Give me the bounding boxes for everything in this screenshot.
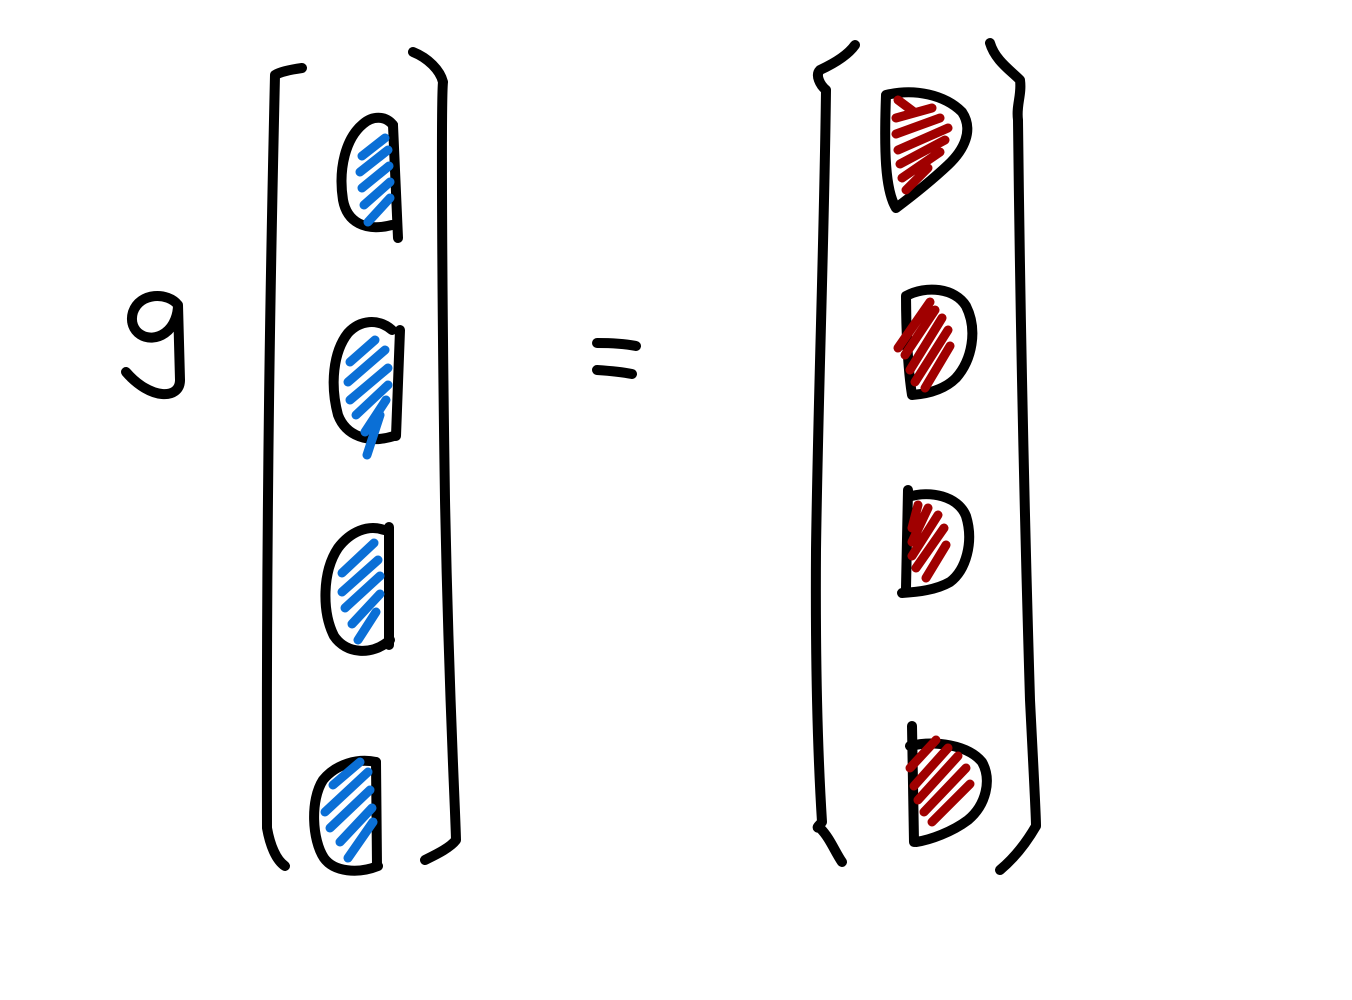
red-scribble xyxy=(891,95,953,195)
left-entry-3 xyxy=(320,522,395,656)
red-scribble xyxy=(907,500,951,583)
right-vector-close-bracket xyxy=(985,38,1041,875)
right-vector-open-bracket xyxy=(810,40,860,867)
equals-sign xyxy=(592,338,641,379)
blue-scribble xyxy=(337,538,385,645)
red-scribble xyxy=(905,735,975,827)
left-vector-open-bracket xyxy=(261,63,307,871)
right-entry-2 xyxy=(893,284,978,400)
blue-scribble xyxy=(355,133,395,227)
right-entry-4 xyxy=(905,721,992,847)
blue-scribble xyxy=(343,335,393,460)
red-scribble xyxy=(893,297,955,393)
left-entry-1 xyxy=(336,112,403,243)
left-entry-4 xyxy=(309,755,383,876)
right-entry-1 xyxy=(880,87,973,213)
operator-g xyxy=(121,291,185,399)
blue-scribble xyxy=(320,757,378,863)
left-vector-close-bracket xyxy=(408,47,461,865)
left-entry-2 xyxy=(328,317,405,460)
right-entry-3 xyxy=(897,485,975,598)
